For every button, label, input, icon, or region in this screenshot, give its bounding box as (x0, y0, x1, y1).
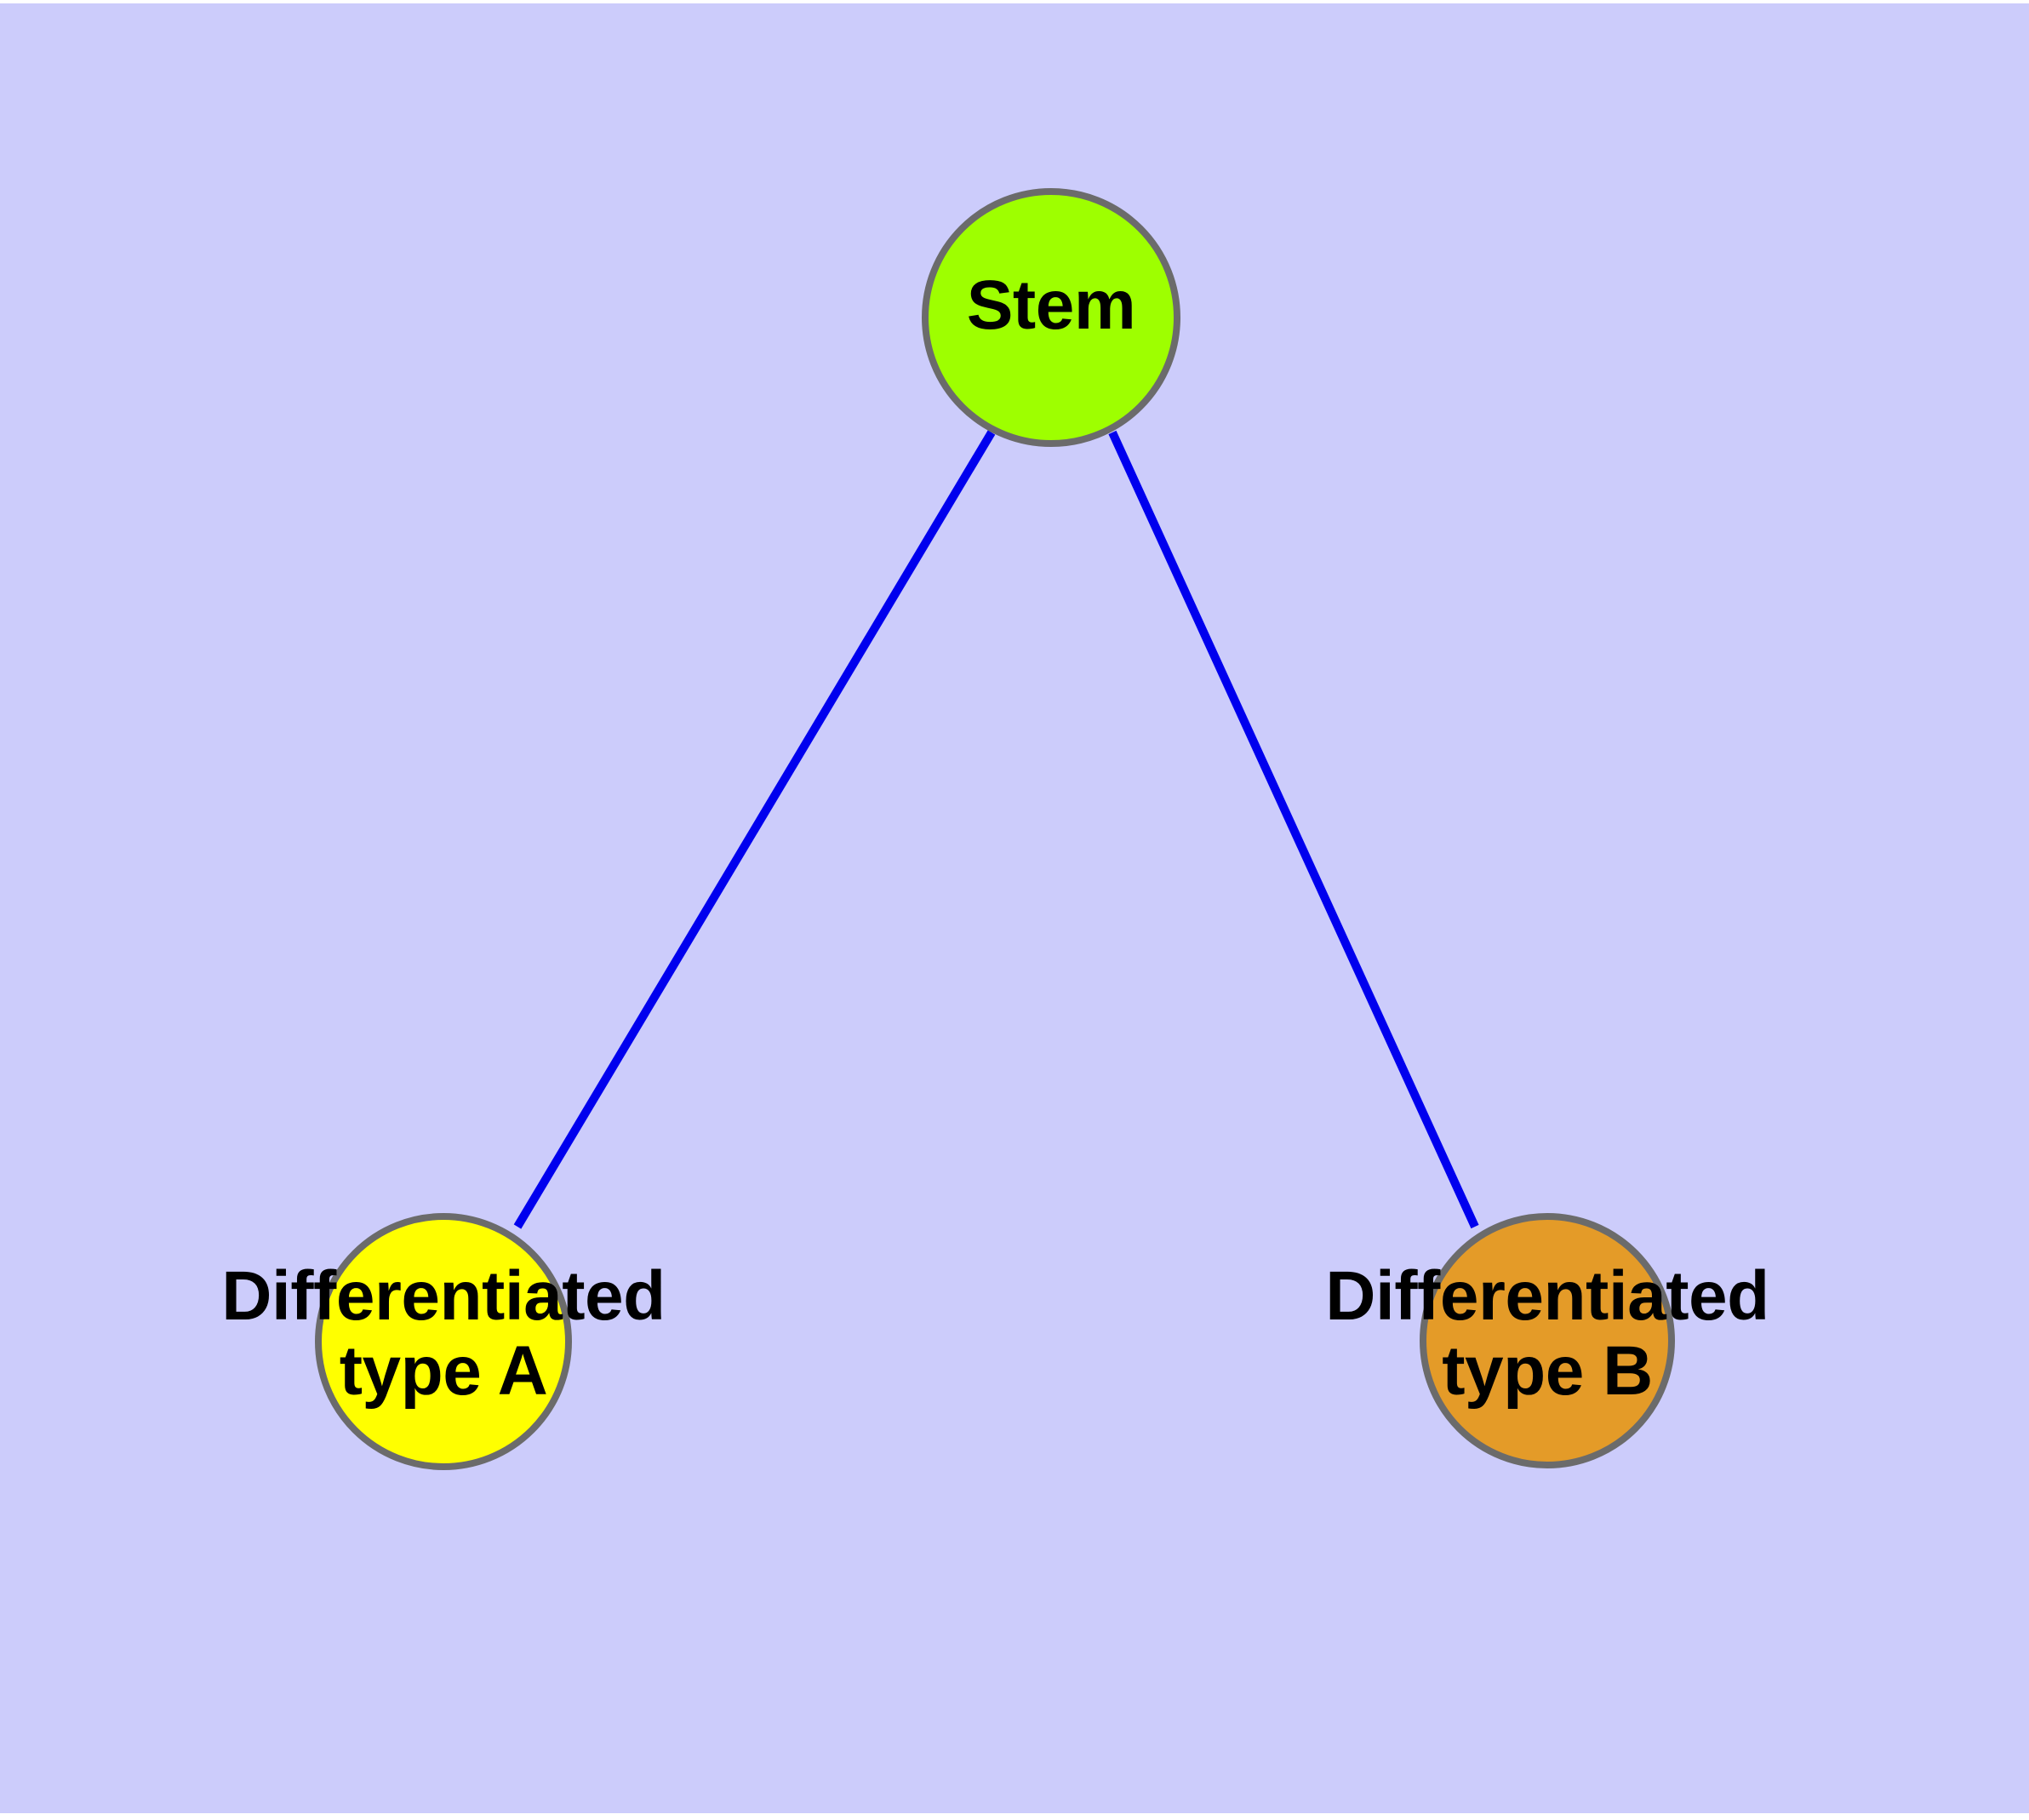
node-label-stem: Stem (966, 266, 1136, 344)
node-differentiated-type-a[interactable] (315, 1213, 572, 1470)
node-differentiated-type-b[interactable] (1420, 1213, 1675, 1468)
node-label-differentiated-type-a: Differentiated type A (221, 1257, 666, 1410)
node-stem[interactable] (922, 188, 1180, 447)
node-label-differentiated-type-b: Differentiated type B (1325, 1257, 1769, 1410)
